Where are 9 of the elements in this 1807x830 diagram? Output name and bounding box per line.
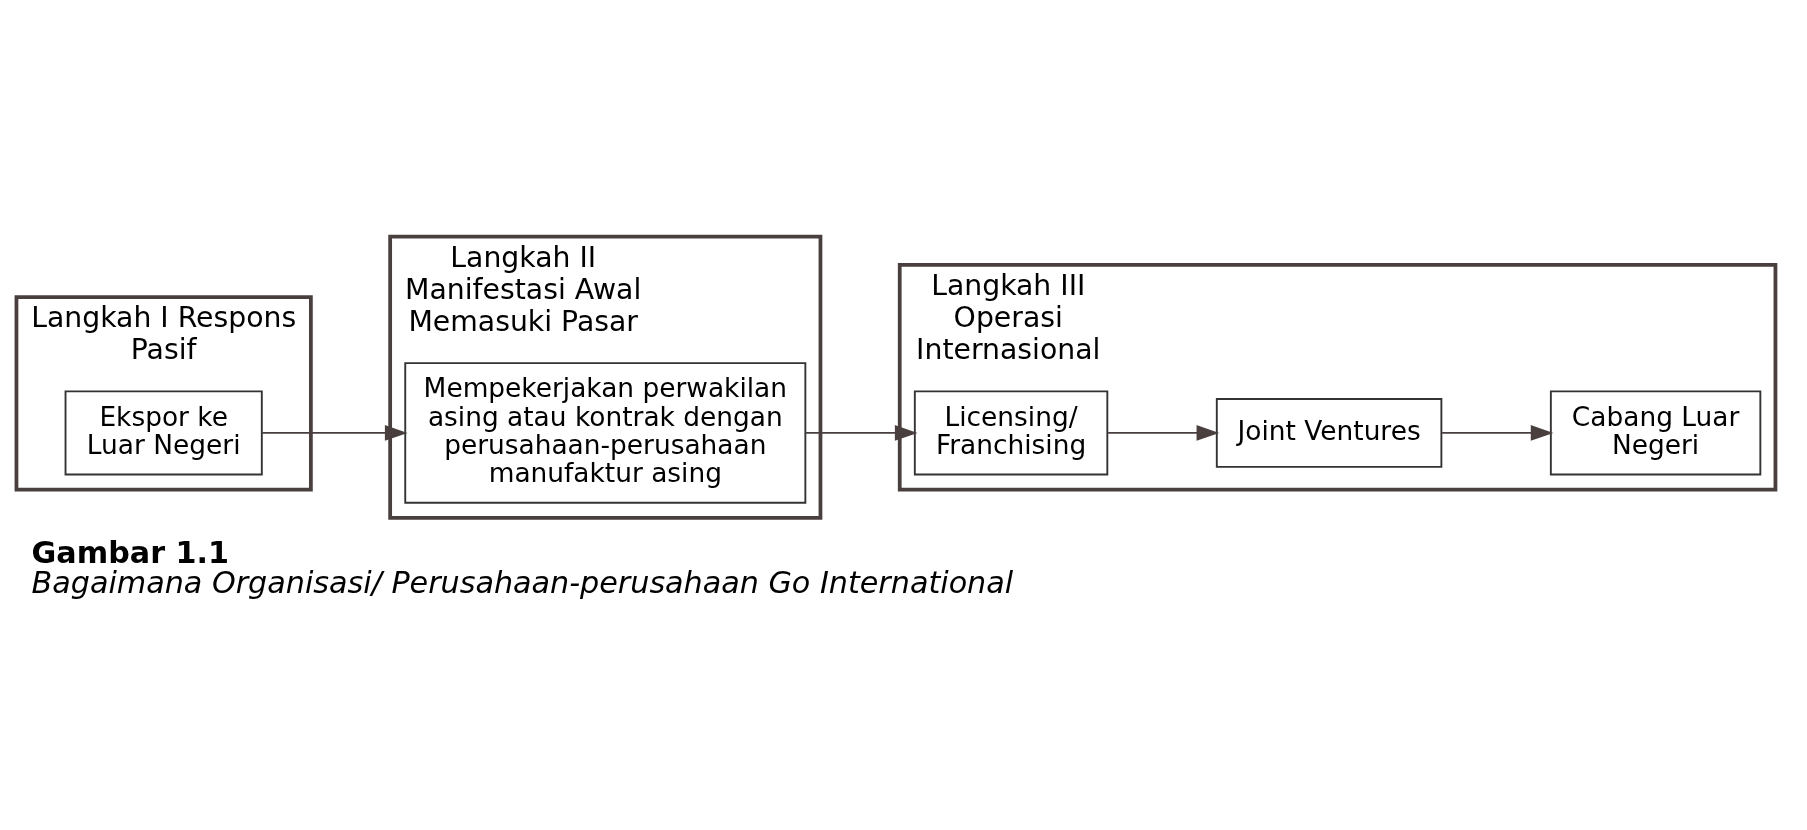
node-box: Mempekerjakan perwakilan asing atau kontrak dengan perusahaan-perusahaan manufaktur asing xyxy=(404,362,807,504)
arrow xyxy=(1441,425,1554,441)
node-box: Licensing/ Franchising xyxy=(913,390,1109,476)
node-box: Cabang Luar Negeri xyxy=(1549,390,1762,476)
arrow xyxy=(804,425,918,441)
arrow xyxy=(1107,425,1220,441)
node-box: Ekspor ke Luar Negeri xyxy=(64,390,263,476)
node-box: Joint Ventures xyxy=(1215,398,1443,468)
arrow xyxy=(261,425,408,441)
